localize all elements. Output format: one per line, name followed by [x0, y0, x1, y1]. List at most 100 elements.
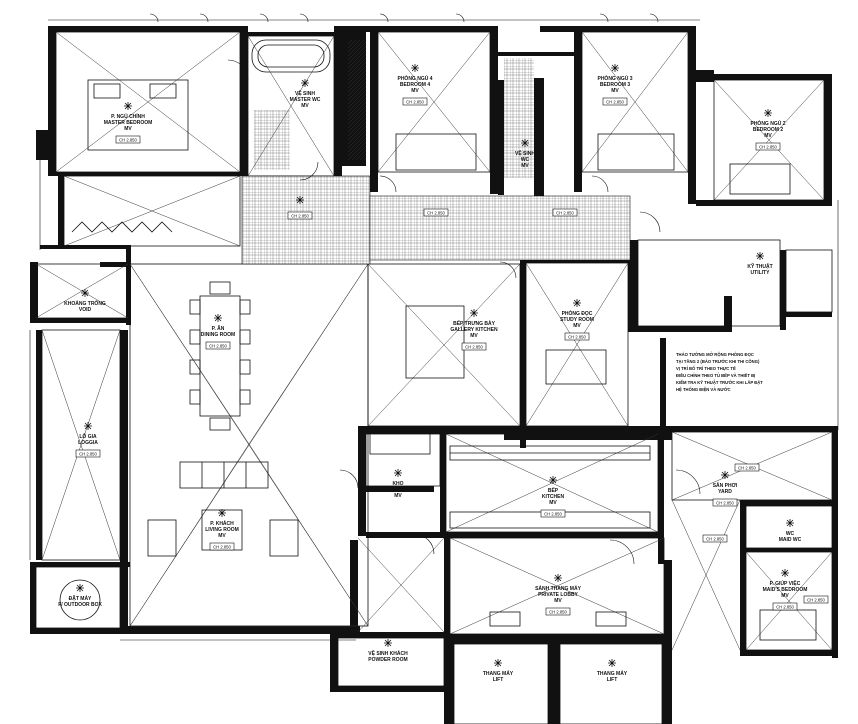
ceiling-height-box	[712, 498, 738, 507]
ceiling-height-text: CH 2.850	[556, 210, 574, 215]
ceiling-height-text: CH 2.850	[706, 536, 724, 541]
room-subname: KITCHEN	[542, 494, 565, 500]
room-tag: MV	[521, 163, 529, 169]
light-fixture-icon	[384, 639, 392, 647]
room-name: PHÒNG NGỦ 3	[597, 74, 632, 82]
light-fixture-icon	[218, 509, 226, 517]
room-name: LÔ GIA	[79, 432, 97, 440]
note-line: TẠI TẦNG 2 (BÁO TRƯỚC KHI THI CÔNG)	[676, 359, 760, 364]
room-name: BẾP	[548, 487, 559, 494]
room-tag: MV	[124, 126, 132, 132]
room-tag: MV	[301, 103, 309, 109]
room-subname: MAID'S BEDROOM	[763, 587, 808, 593]
room-subname: BEDROOM 3	[600, 82, 631, 88]
room-name: PHÒNG ĐỌC	[562, 309, 593, 317]
room-name: PHÒNG NGỦ 4	[397, 74, 432, 82]
room-subname: LIVING ROOM	[205, 527, 239, 533]
light-fixture-icon	[296, 196, 304, 204]
light-fixture-icon	[214, 314, 222, 322]
light-fixture-icon	[521, 139, 529, 147]
light-fixture-icon	[721, 471, 729, 479]
ceiling-height-box	[115, 135, 141, 144]
corridor-tiles	[241, 40, 631, 265]
note-line: THÁO TƯỜNG MỞ RỘNG PHÒNG ĐỌC	[676, 352, 754, 357]
room-tag: MV	[549, 500, 557, 506]
room-name: KỸ THUẬT	[747, 263, 772, 270]
room-name: THANG MÁY	[597, 670, 628, 677]
room-subname: LOGGIA	[78, 440, 98, 446]
room-subname: STORE	[389, 487, 407, 493]
ceiling-height-text: CH 2.850	[119, 137, 137, 142]
room-tag: MV	[611, 88, 619, 94]
ceiling-height-box	[552, 208, 578, 217]
door-swings	[149, 13, 701, 565]
ceiling-height-box	[402, 97, 428, 106]
room-subname: YARD	[718, 489, 732, 495]
room-tag: MV	[218, 533, 226, 539]
ceiling-height-text: CH 2.850	[606, 99, 624, 104]
room-name: P. NGỦ CHÍNH	[111, 112, 145, 120]
light-fixture-icon	[470, 309, 478, 317]
room-tag: MV	[470, 333, 478, 339]
room-name: SẢNH THANG MÁY	[535, 585, 581, 592]
light-fixture-icon	[301, 79, 309, 87]
light-fixture-icon	[411, 64, 419, 72]
room-name: PHÒNG NGỦ 2	[750, 119, 785, 127]
room-subname: UTILITY	[751, 270, 771, 276]
room-subname: LIFT	[607, 677, 618, 683]
room-name: KHOẢNG TRỐNG	[64, 300, 106, 307]
room-subname: VOID	[79, 307, 92, 313]
ceiling-height-box	[287, 211, 313, 220]
room-name: SÂN PHƠI	[713, 482, 738, 489]
ceiling-height-box	[461, 342, 487, 351]
light-fixture-icon	[781, 569, 789, 577]
room-subname: MAID WC	[779, 537, 802, 543]
light-fixture-icon	[573, 299, 581, 307]
ceiling-height-text: CH 2.850	[79, 451, 97, 456]
room-name: P. ĂN	[212, 325, 225, 332]
room-name: BẾP TRƯNG BÀY	[453, 320, 496, 327]
room-name: VỆ SINH	[295, 89, 315, 97]
ceiling-height-tag: CH 2.850	[423, 208, 449, 217]
ceiling-height-box	[205, 341, 231, 350]
ceiling-height-text: CH 2.850	[776, 604, 794, 609]
furniture	[59, 39, 817, 641]
room-tag: MV	[554, 598, 562, 604]
room-subname: PRIVATE LOBBY	[538, 592, 578, 598]
light-fixture-icon	[756, 252, 764, 260]
ceiling-height-tag: CH 2.850	[734, 463, 760, 472]
light-fixture-icon	[549, 476, 557, 484]
light-fixture-icon	[608, 659, 616, 667]
ceiling-height-text: CH 2.850	[291, 213, 309, 218]
ceiling-height-box	[803, 595, 829, 604]
ceiling-height-text: CH 2.850	[544, 511, 562, 516]
light-fixture-icon	[611, 64, 619, 72]
ceiling-height-text: CH 2.850	[427, 210, 445, 215]
room-tag: MV	[394, 493, 402, 499]
ceiling-height-text: CH 2.850	[568, 334, 586, 339]
room-name: THANG MÁY	[483, 670, 514, 677]
ceiling-height-text: CH 2.850	[213, 544, 231, 549]
light-fixture-icon	[124, 102, 132, 110]
room-tag: MV	[764, 133, 772, 139]
ceiling-height-tag: CH 2.850	[803, 595, 829, 604]
ceiling-height-box	[540, 509, 566, 518]
ceiling-height-text: CH 2.850	[738, 465, 756, 470]
room-subname: GALLERY KITCHEN	[450, 327, 498, 333]
exterior-lines	[29, 19, 839, 641]
construction-note: THÁO TƯỜNG MỞ RỘNG PHÒNG ĐỌC TẠI TẦNG 2 (…	[676, 352, 763, 392]
room-subname: BEDROOM 4	[400, 82, 431, 88]
